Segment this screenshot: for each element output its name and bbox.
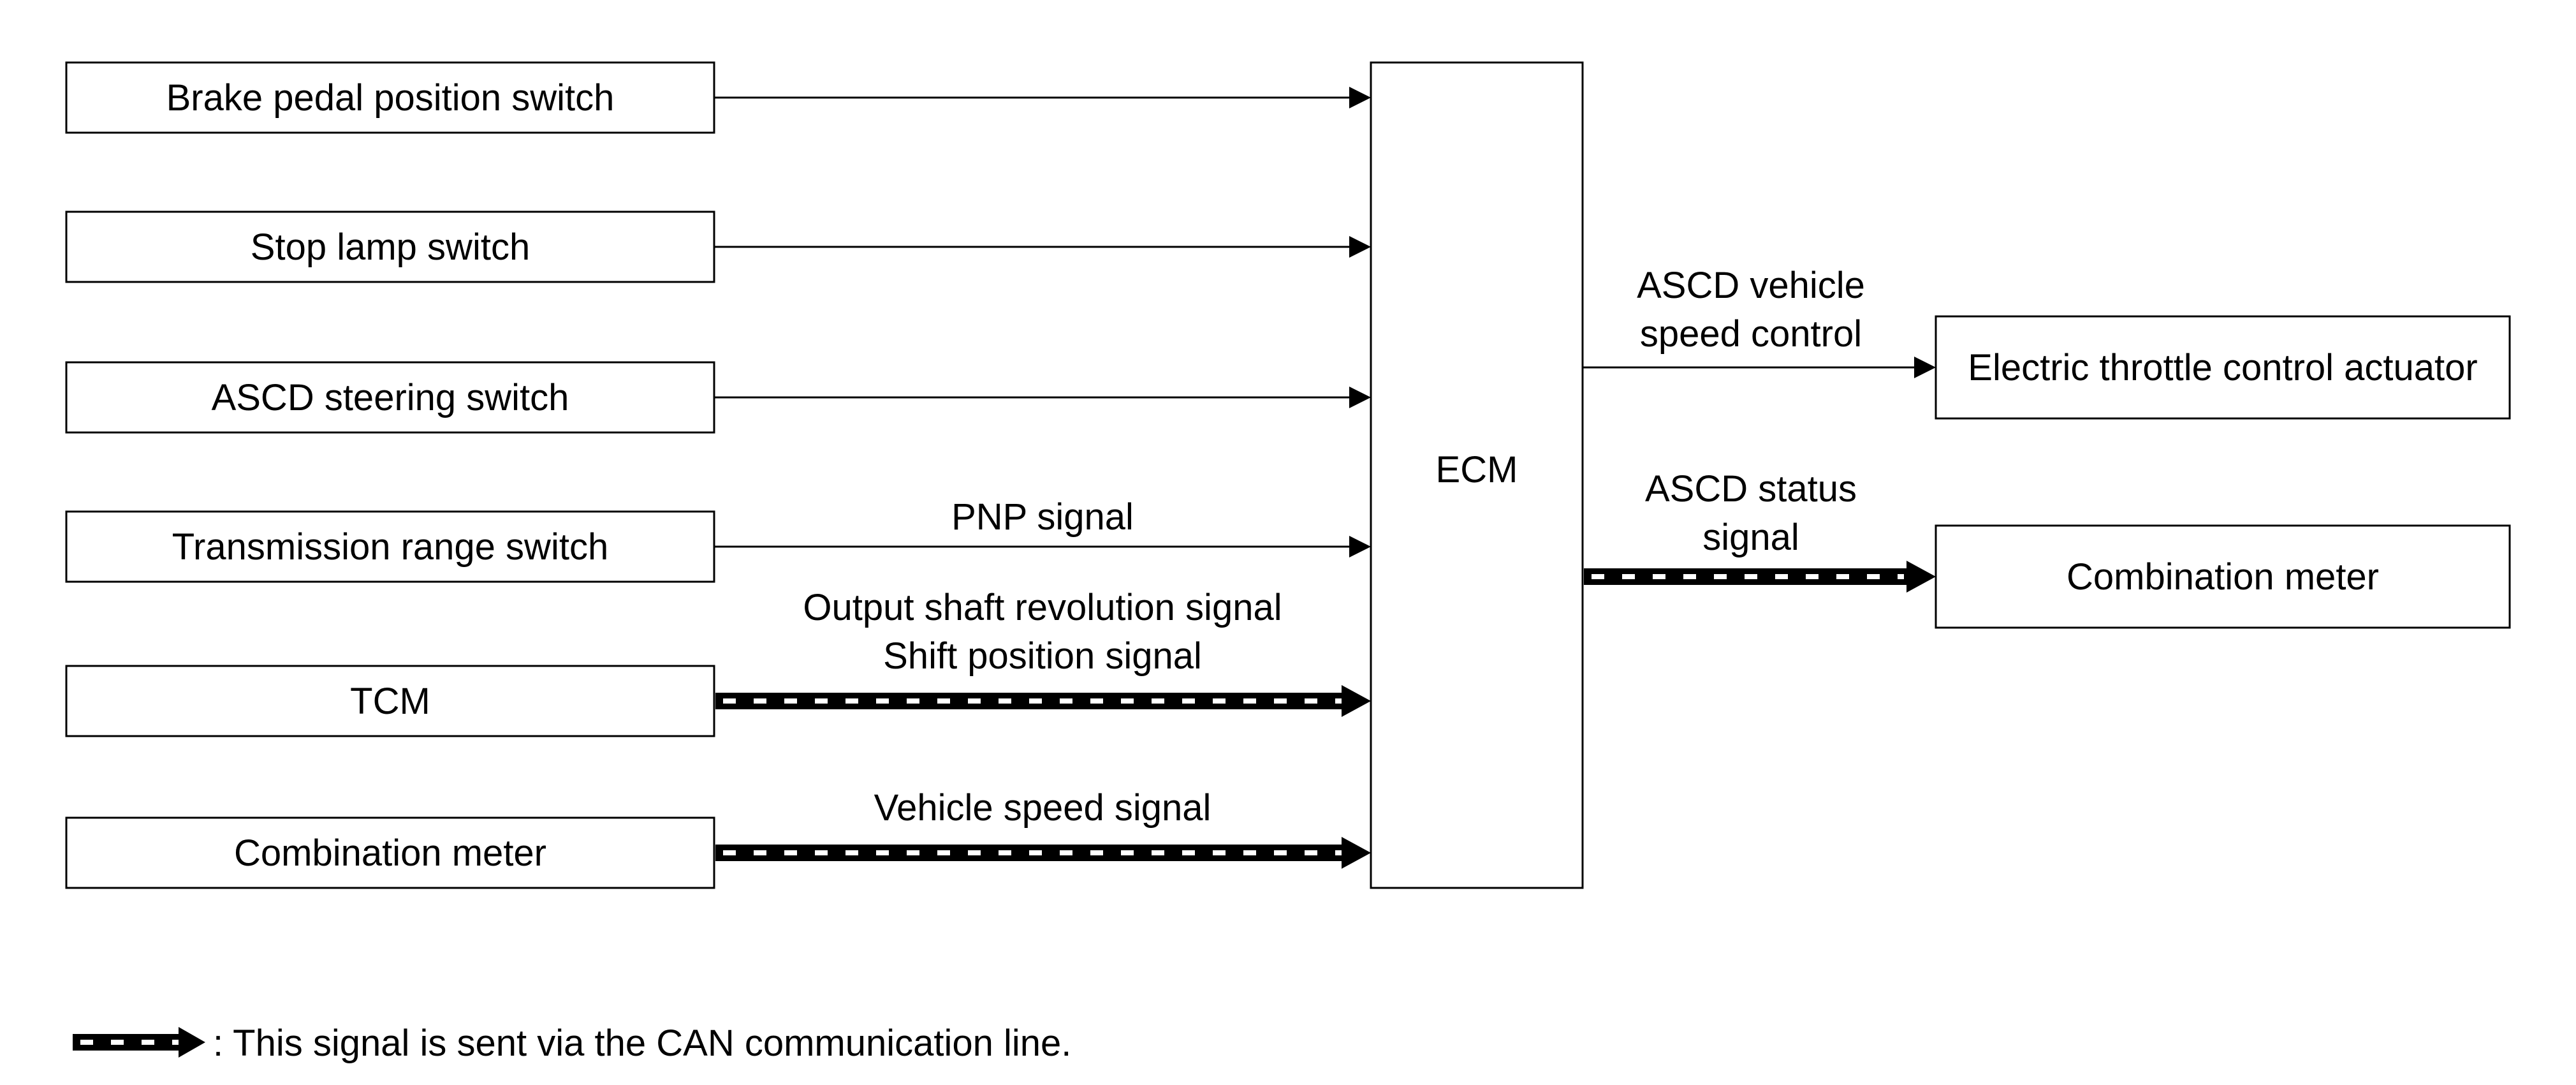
connection-tcm-to-ecm: Output shaft revolution signal Shift pos… xyxy=(715,587,1371,717)
electric-throttle-control-actuator-label: Electric throttle control actuator xyxy=(1968,347,2477,388)
ecm-box xyxy=(1370,61,1584,889)
brake-pedal-position-switch-box xyxy=(65,61,715,134)
stop-lamp-arrowhead xyxy=(1349,236,1371,258)
shift-position-signal-label: Shift position signal xyxy=(883,635,1202,677)
output-shaft-revolution-signal-label: Output shaft revolution signal xyxy=(803,587,1282,628)
tcm-can-arrowhead xyxy=(1342,685,1371,717)
input-block-brake-pedal-position-switch: Brake pedal position switch xyxy=(65,61,715,134)
connection-ecm-to-throttle-actuator: ASCD vehicle speed control xyxy=(1583,265,1936,378)
stop-lamp-switch-label: Stop lamp switch xyxy=(251,226,530,268)
vehicle-speed-can-arrowhead xyxy=(1342,837,1371,869)
transmission-range-switch-box xyxy=(65,510,715,583)
output-block-combination-meter: Combination meter xyxy=(1935,524,2511,629)
input-combination-meter-box xyxy=(65,816,715,889)
ascd-vehicle-speed-control-arrowhead xyxy=(1914,357,1936,378)
transmission-range-arrowhead xyxy=(1349,536,1371,557)
legend-text: : This signal is sent via the CAN commun… xyxy=(213,1022,1071,1064)
connection-brake-pedal-to-ecm xyxy=(714,87,1371,108)
connection-ecm-to-combination-meter: ASCD status signal xyxy=(1584,468,1936,593)
legend: : This signal is sent via the CAN commun… xyxy=(73,1022,1071,1064)
tcm-box xyxy=(65,665,715,737)
input-block-ascd-steering-switch: ASCD steering switch xyxy=(65,361,715,434)
legend-can-arrowhead xyxy=(179,1027,205,1058)
speed-control-label: speed control xyxy=(1640,313,1862,355)
input-block-transmission-range-switch: Transmission range switch xyxy=(65,510,715,583)
ascd-steering-arrowhead xyxy=(1349,387,1371,408)
tcm-label: TCM xyxy=(350,681,430,722)
output-block-electric-throttle-control-actuator: Electric throttle control actuator xyxy=(1935,315,2511,420)
input-block-tcm: TCM xyxy=(65,665,715,737)
connection-stop-lamp-to-ecm xyxy=(714,236,1371,258)
input-block-stop-lamp-switch: Stop lamp switch xyxy=(65,210,715,283)
brake-pedal-arrowhead xyxy=(1349,87,1371,108)
ascd-status-signal-label: signal xyxy=(1702,517,1799,558)
ascd-vehicle-label: ASCD vehicle xyxy=(1637,265,1865,306)
ecm-label: ECM xyxy=(1436,449,1518,491)
ascd-status-can-arrowhead xyxy=(1906,561,1936,593)
connection-combination-meter-to-ecm: Vehicle speed signal xyxy=(715,787,1371,869)
transmission-range-switch-label: Transmission range switch xyxy=(172,526,608,568)
ascd-steering-switch-box xyxy=(65,361,715,434)
ascd-steering-switch-label: ASCD steering switch xyxy=(212,377,569,418)
ascd-status-label: ASCD status xyxy=(1645,468,1857,510)
pnp-signal-label: PNP signal xyxy=(951,496,1134,538)
vehicle-speed-signal-label: Vehicle speed signal xyxy=(874,787,1211,829)
brake-pedal-position-switch-label: Brake pedal position switch xyxy=(166,77,615,119)
connection-ascd-steering-to-ecm xyxy=(714,387,1371,408)
input-block-combination-meter: Combination meter xyxy=(65,816,715,889)
input-combination-meter-label: Combination meter xyxy=(234,832,546,874)
stop-lamp-switch-box xyxy=(65,210,715,283)
output-combination-meter-label: Combination meter xyxy=(2067,556,2379,598)
ecm-block: ECM xyxy=(1370,61,1584,889)
connection-transmission-range-to-ecm: PNP signal xyxy=(714,496,1371,557)
